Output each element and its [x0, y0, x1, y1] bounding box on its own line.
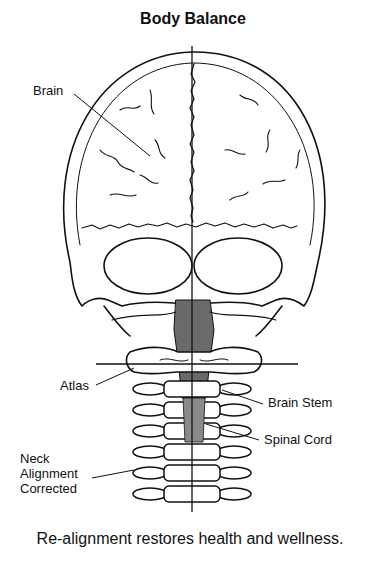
- diagram-caption: Re-alignment restores health and wellnes…: [4, 530, 376, 548]
- right-lobe: [194, 238, 282, 294]
- vertical-axis: [191, 46, 192, 512]
- part-label: Brain: [33, 84, 63, 99]
- part-label: Brain Stem: [268, 396, 332, 411]
- skull-inner-edge: [76, 63, 314, 245]
- atlas-ring: [160, 359, 228, 361]
- brain-gyri: [100, 90, 300, 200]
- leader-line: [74, 94, 150, 156]
- skull-base: [112, 312, 276, 320]
- atlas-vertebra: [127, 347, 262, 373]
- brain-lower-edge: [82, 223, 297, 229]
- leader-line: [206, 424, 259, 440]
- horizontal-axis: [96, 363, 298, 364]
- mastoid-right: [256, 306, 282, 336]
- spinal-cord-shape: [183, 398, 205, 442]
- left-lobe: [104, 238, 192, 294]
- leader-line: [92, 470, 134, 478]
- leader-line: [222, 390, 263, 404]
- part-label: Neck Alignment Corrected: [20, 452, 90, 497]
- mastoid-left: [104, 306, 130, 336]
- part-label: Atlas: [60, 379, 89, 394]
- part-label: Spinal Cord: [264, 433, 332, 448]
- diagram-title: Body Balance: [3, 10, 380, 28]
- leader-line: [96, 368, 134, 385]
- skull-outline: [64, 52, 325, 306]
